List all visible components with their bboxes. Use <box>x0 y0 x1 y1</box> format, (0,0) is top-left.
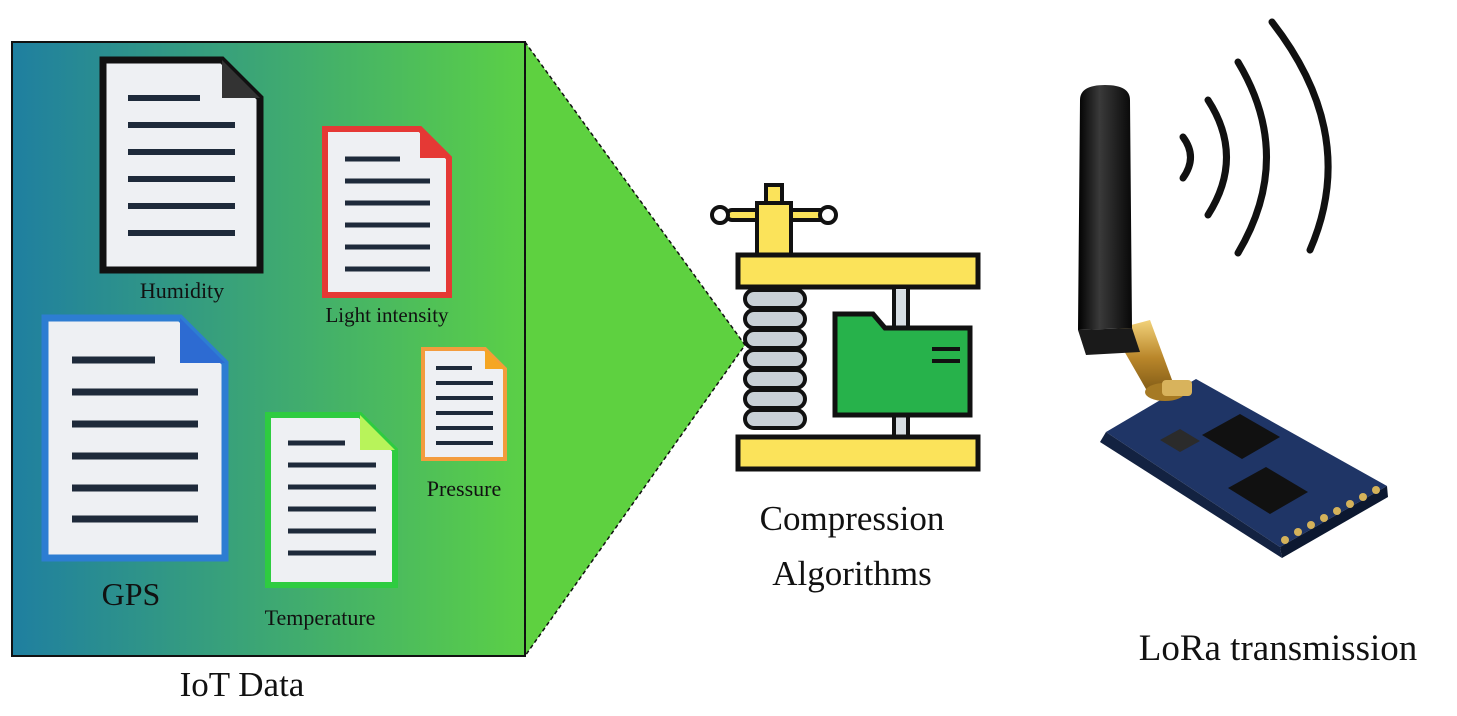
compression-press-icon <box>710 183 981 472</box>
label-light-intensity: Light intensity <box>325 303 449 327</box>
label-compression-line1: Compression <box>760 499 945 538</box>
label-pressure: Pressure <box>427 476 502 501</box>
light-intensity-document-icon <box>322 126 452 298</box>
label-humidity: Humidity <box>140 278 224 303</box>
label-temperature: Temperature <box>265 605 376 630</box>
temperature-document-icon <box>265 412 398 588</box>
pressure-document-icon <box>421 347 507 461</box>
lora-module-icon <box>1078 85 1388 558</box>
label-iot-data: IoT Data <box>180 665 305 704</box>
radio-waves-icon <box>1179 18 1332 257</box>
humidity-document-icon <box>99 56 264 274</box>
expansion-funnel <box>524 39 746 659</box>
label-lora-transmission: LoRa transmission <box>1139 628 1418 669</box>
gps-document-icon <box>41 314 229 562</box>
label-compression-line2: Algorithms <box>772 554 931 593</box>
label-gps: GPS <box>102 576 161 612</box>
